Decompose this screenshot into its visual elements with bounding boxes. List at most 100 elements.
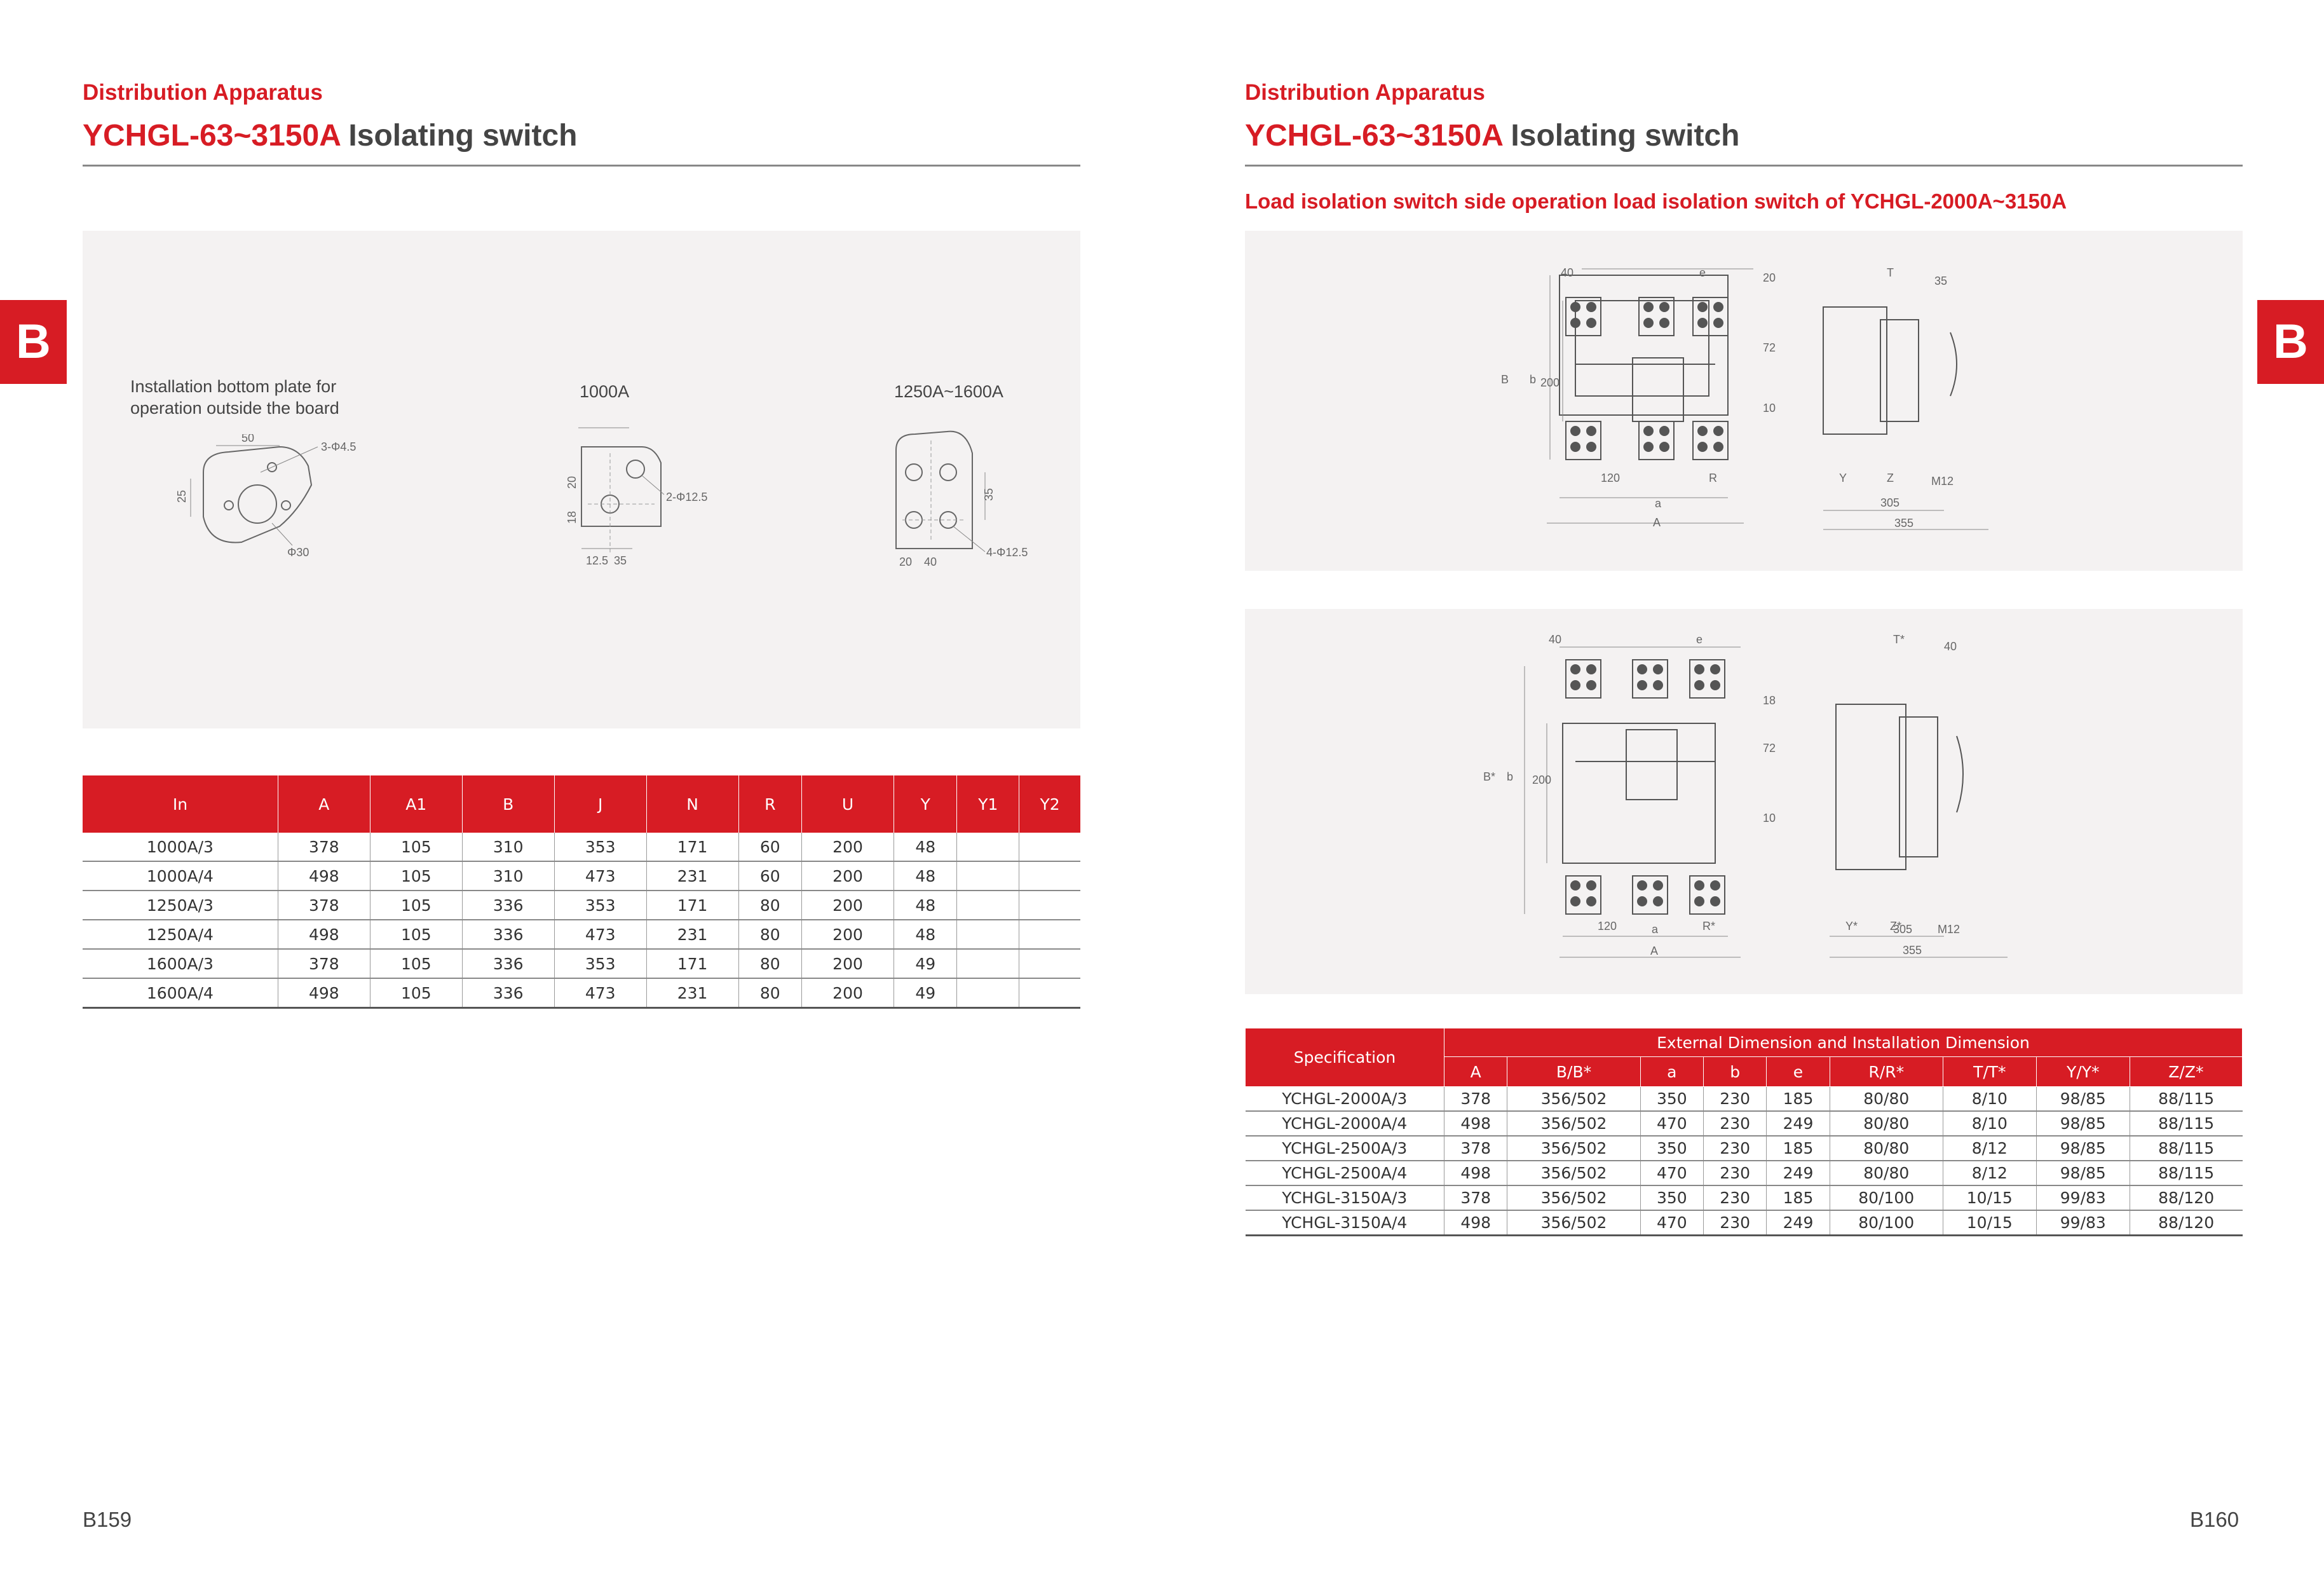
top-dim-a: a bbox=[1655, 497, 1662, 510]
bottom-dim-10: 10 bbox=[1763, 812, 1776, 824]
table-cell: 1000A/4 bbox=[83, 861, 278, 891]
table-cell: 88/115 bbox=[2130, 1161, 2243, 1186]
table-cell bbox=[956, 833, 1020, 862]
table-cell: 8/12 bbox=[1943, 1136, 2037, 1161]
table-cell: 80 bbox=[738, 978, 803, 1009]
plate-label-line1: Installation bottom plate for bbox=[130, 377, 337, 396]
table-cell: 98/85 bbox=[2036, 1111, 2130, 1137]
drawing-1250a: 35 4-Φ12.5 20 40 bbox=[895, 430, 1028, 568]
table-cell: 80/100 bbox=[1830, 1210, 1943, 1236]
table-cell: 8/10 bbox=[1943, 1111, 2037, 1137]
table-cell: 80/100 bbox=[1830, 1185, 1943, 1211]
table-cell: 88/120 bbox=[2130, 1185, 2243, 1211]
table-cell: 231 bbox=[646, 861, 739, 891]
top-dim-e: e bbox=[1699, 266, 1706, 279]
th-u: U bbox=[801, 775, 894, 833]
bottom-plate-drawing: 50 25 3-Φ4.5 Φ30 bbox=[175, 434, 356, 559]
table-header-row: In A A1 B J N R U Y Y1 Y2 bbox=[83, 775, 1080, 833]
top-dim-m12: M12 bbox=[1931, 475, 1954, 488]
table-cell: 171 bbox=[646, 833, 739, 862]
th-y2: Y2 bbox=[1019, 775, 1080, 833]
table-cell bbox=[1019, 833, 1080, 862]
top-dim-t: T bbox=[1887, 266, 1894, 279]
bottom-dim-40: 40 bbox=[1549, 633, 1561, 646]
table-cell: 378 bbox=[278, 949, 370, 979]
th-a: A bbox=[1443, 1056, 1508, 1087]
table-cell: 98/85 bbox=[2036, 1136, 2130, 1161]
table-cell: 48 bbox=[894, 920, 958, 950]
dim-3phi45: 3-Φ4.5 bbox=[321, 440, 356, 453]
top-dim-40: 40 bbox=[1561, 266, 1573, 279]
top-dim-10: 10 bbox=[1763, 402, 1776, 414]
table-cell: 473 bbox=[554, 861, 647, 891]
top-dim-72: 72 bbox=[1763, 341, 1776, 354]
bottom-dim-a-upper: A bbox=[1650, 945, 1658, 957]
table-cell: 80/80 bbox=[1830, 1086, 1943, 1112]
table-cell: 470 bbox=[1640, 1111, 1704, 1137]
table-cell: 336 bbox=[462, 920, 555, 950]
table-cell: 353 bbox=[554, 891, 647, 920]
table-cell: 356/502 bbox=[1507, 1161, 1641, 1186]
dim-phi30: Φ30 bbox=[287, 546, 309, 559]
th-y-ystar: Y/Y* bbox=[2035, 1056, 2130, 1087]
table-cell: 105 bbox=[370, 978, 463, 1009]
table-cell: 185 bbox=[1766, 1136, 1830, 1161]
table-cell: 49 bbox=[894, 949, 958, 979]
table-cell: 498 bbox=[1444, 1210, 1508, 1236]
title-rule bbox=[83, 165, 1080, 167]
bottom-dim-e: e bbox=[1696, 633, 1702, 646]
table-cell bbox=[1019, 920, 1080, 950]
bottom-dim-120: 120 bbox=[1598, 920, 1617, 932]
table-cell: 171 bbox=[646, 891, 739, 920]
table-cell: YCHGL-2500A/3 bbox=[1245, 1136, 1444, 1161]
table-cell: 80 bbox=[738, 891, 803, 920]
top-dim-35: 35 bbox=[1934, 275, 1947, 287]
bottom-dim-b-star: B* bbox=[1483, 770, 1495, 783]
th-t-tstar: T/T* bbox=[1942, 1056, 2037, 1087]
table-cell: 49 bbox=[894, 978, 958, 1009]
table-cell: 249 bbox=[1766, 1210, 1830, 1236]
table-cell bbox=[1019, 891, 1080, 920]
table-cell bbox=[1019, 861, 1080, 891]
table-cell: 353 bbox=[554, 833, 647, 862]
title-text-right: Isolating switch bbox=[1502, 119, 1740, 153]
bottom-dim-72: 72 bbox=[1763, 742, 1776, 754]
table-cell: 310 bbox=[462, 833, 555, 862]
table-cell: YCHGL-3150A/4 bbox=[1245, 1210, 1444, 1236]
table-cell: 80/80 bbox=[1830, 1111, 1943, 1137]
table-cell: 350 bbox=[1640, 1136, 1704, 1161]
th-b-bstar: B/B* bbox=[1507, 1056, 1641, 1087]
table-cell: 88/120 bbox=[2130, 1210, 2243, 1236]
page-title-right: YCHGL-63~3150A Isolating switch bbox=[1245, 118, 1739, 153]
switch-drawing-top: 40 e 20 T 35 B b 200 72 10 120 R a A Y Z… bbox=[1501, 266, 1988, 530]
th-a-lower: a bbox=[1640, 1056, 1704, 1087]
th-j: J bbox=[554, 775, 647, 833]
table-cell: 356/502 bbox=[1507, 1185, 1641, 1211]
top-dim-z: Z bbox=[1887, 472, 1894, 484]
table-cell: 350 bbox=[1640, 1185, 1704, 1211]
table-cell: 498 bbox=[1444, 1161, 1508, 1186]
table-group-header-row: Specification External Dimension and Ins… bbox=[1245, 1028, 2243, 1087]
table-cell: YCHGL-2500A/4 bbox=[1245, 1161, 1444, 1186]
top-dim-120: 120 bbox=[1601, 472, 1620, 484]
dim-4phi125: 4-Φ12.5 bbox=[986, 546, 1028, 559]
table-cell: 1600A/4 bbox=[83, 978, 278, 1009]
col-label-1250a: 1250A~1600A bbox=[894, 382, 1003, 401]
table-cell: 378 bbox=[278, 833, 370, 862]
table-cell: 185 bbox=[1766, 1086, 1830, 1112]
th-specification: Specification bbox=[1245, 1028, 1444, 1087]
bottom-dim-a: a bbox=[1652, 923, 1659, 936]
th-y1: Y1 bbox=[956, 775, 1020, 833]
bottom-dim-b: b bbox=[1507, 770, 1513, 783]
bottom-dim-z-star: Z* bbox=[1890, 920, 1901, 932]
table-cell: 353 bbox=[554, 949, 647, 979]
table-cell bbox=[956, 891, 1020, 920]
table-cell: 470 bbox=[1640, 1161, 1704, 1186]
top-dim-b-upper: B bbox=[1501, 373, 1509, 386]
table-cell: 105 bbox=[370, 949, 463, 979]
table-cell: 80/80 bbox=[1830, 1136, 1943, 1161]
